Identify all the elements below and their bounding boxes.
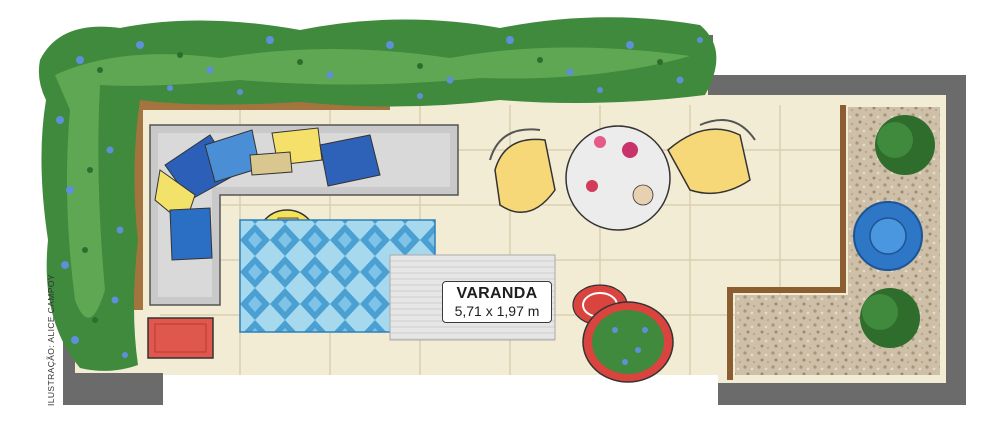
red-stool xyxy=(147,317,214,359)
illustration-credit: ILUSTRAÇÃO: ALICE CAMPOY xyxy=(46,274,56,406)
room-label: VARANDA 5,71 x 1,97 m xyxy=(442,281,552,323)
pouf xyxy=(572,284,674,383)
cushions xyxy=(154,127,381,261)
planter-frame xyxy=(100,100,390,310)
vertical-garden xyxy=(38,17,717,371)
blue-pot xyxy=(853,201,923,271)
room-dimensions: 5,71 x 1,97 m xyxy=(454,303,540,319)
shrubs xyxy=(860,115,935,348)
room-name: VARANDA xyxy=(456,285,538,302)
dining-set xyxy=(489,119,756,231)
rug xyxy=(239,219,556,341)
